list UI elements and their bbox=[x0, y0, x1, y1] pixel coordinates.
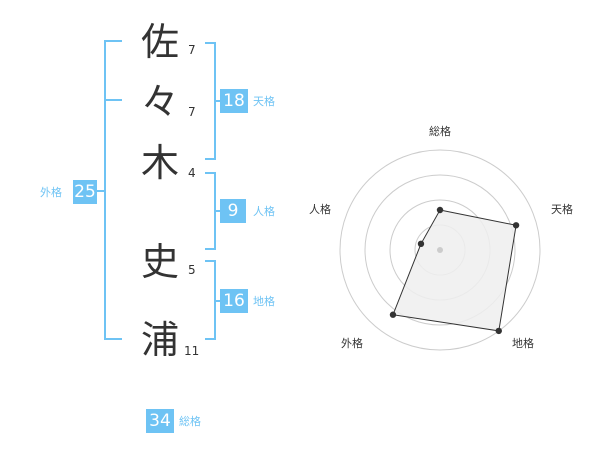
radar-label-soukaku: 総格 bbox=[429, 125, 451, 138]
tenkaku-value: 18 bbox=[220, 89, 248, 113]
radar-label-tenkaku: 天格 bbox=[551, 203, 573, 216]
radar-point bbox=[495, 327, 502, 335]
radar-point bbox=[512, 222, 520, 229]
chikaku-label: 地格 bbox=[253, 295, 275, 308]
radar-point bbox=[389, 311, 397, 318]
stroke-count-4: 5 bbox=[188, 263, 196, 277]
radar-ring bbox=[364, 174, 516, 326]
name-char-4: 史 bbox=[140, 240, 179, 284]
radar-label-gaikaku: 外格 bbox=[341, 337, 363, 350]
tenkaku-label: 天格 bbox=[253, 95, 275, 108]
radar-center-dot bbox=[437, 247, 443, 253]
soukaku-value: 34 bbox=[146, 409, 174, 433]
gaikaku-value: 25 bbox=[73, 180, 97, 204]
stroke-count-2: 7 bbox=[188, 105, 196, 119]
stroke-count-5: 11 bbox=[184, 344, 200, 358]
name-char-2: 々 bbox=[140, 80, 179, 124]
chikaku-value: 16 bbox=[220, 289, 248, 313]
stroke-count-1: 7 bbox=[188, 43, 196, 57]
radar-area bbox=[392, 209, 517, 332]
name-char-5: 浦 bbox=[140, 318, 179, 362]
name-char-1: 佐 bbox=[140, 20, 179, 64]
soukaku-label: 総格 bbox=[179, 415, 201, 428]
gaikaku-label: 外格 bbox=[40, 186, 62, 199]
radar-points bbox=[389, 206, 520, 335]
jinkaku-value: 9 bbox=[220, 199, 246, 223]
name-char-3: 木 bbox=[140, 141, 179, 185]
radar-point bbox=[436, 206, 444, 214]
radar-point bbox=[417, 240, 425, 248]
radar-label-chikaku: 地格 bbox=[512, 337, 534, 350]
stroke-count-3: 4 bbox=[188, 166, 196, 180]
jinkaku-label: 人格 bbox=[253, 205, 275, 218]
radar-label-jinkaku: 人格 bbox=[309, 203, 331, 216]
radar-ring bbox=[339, 149, 541, 351]
